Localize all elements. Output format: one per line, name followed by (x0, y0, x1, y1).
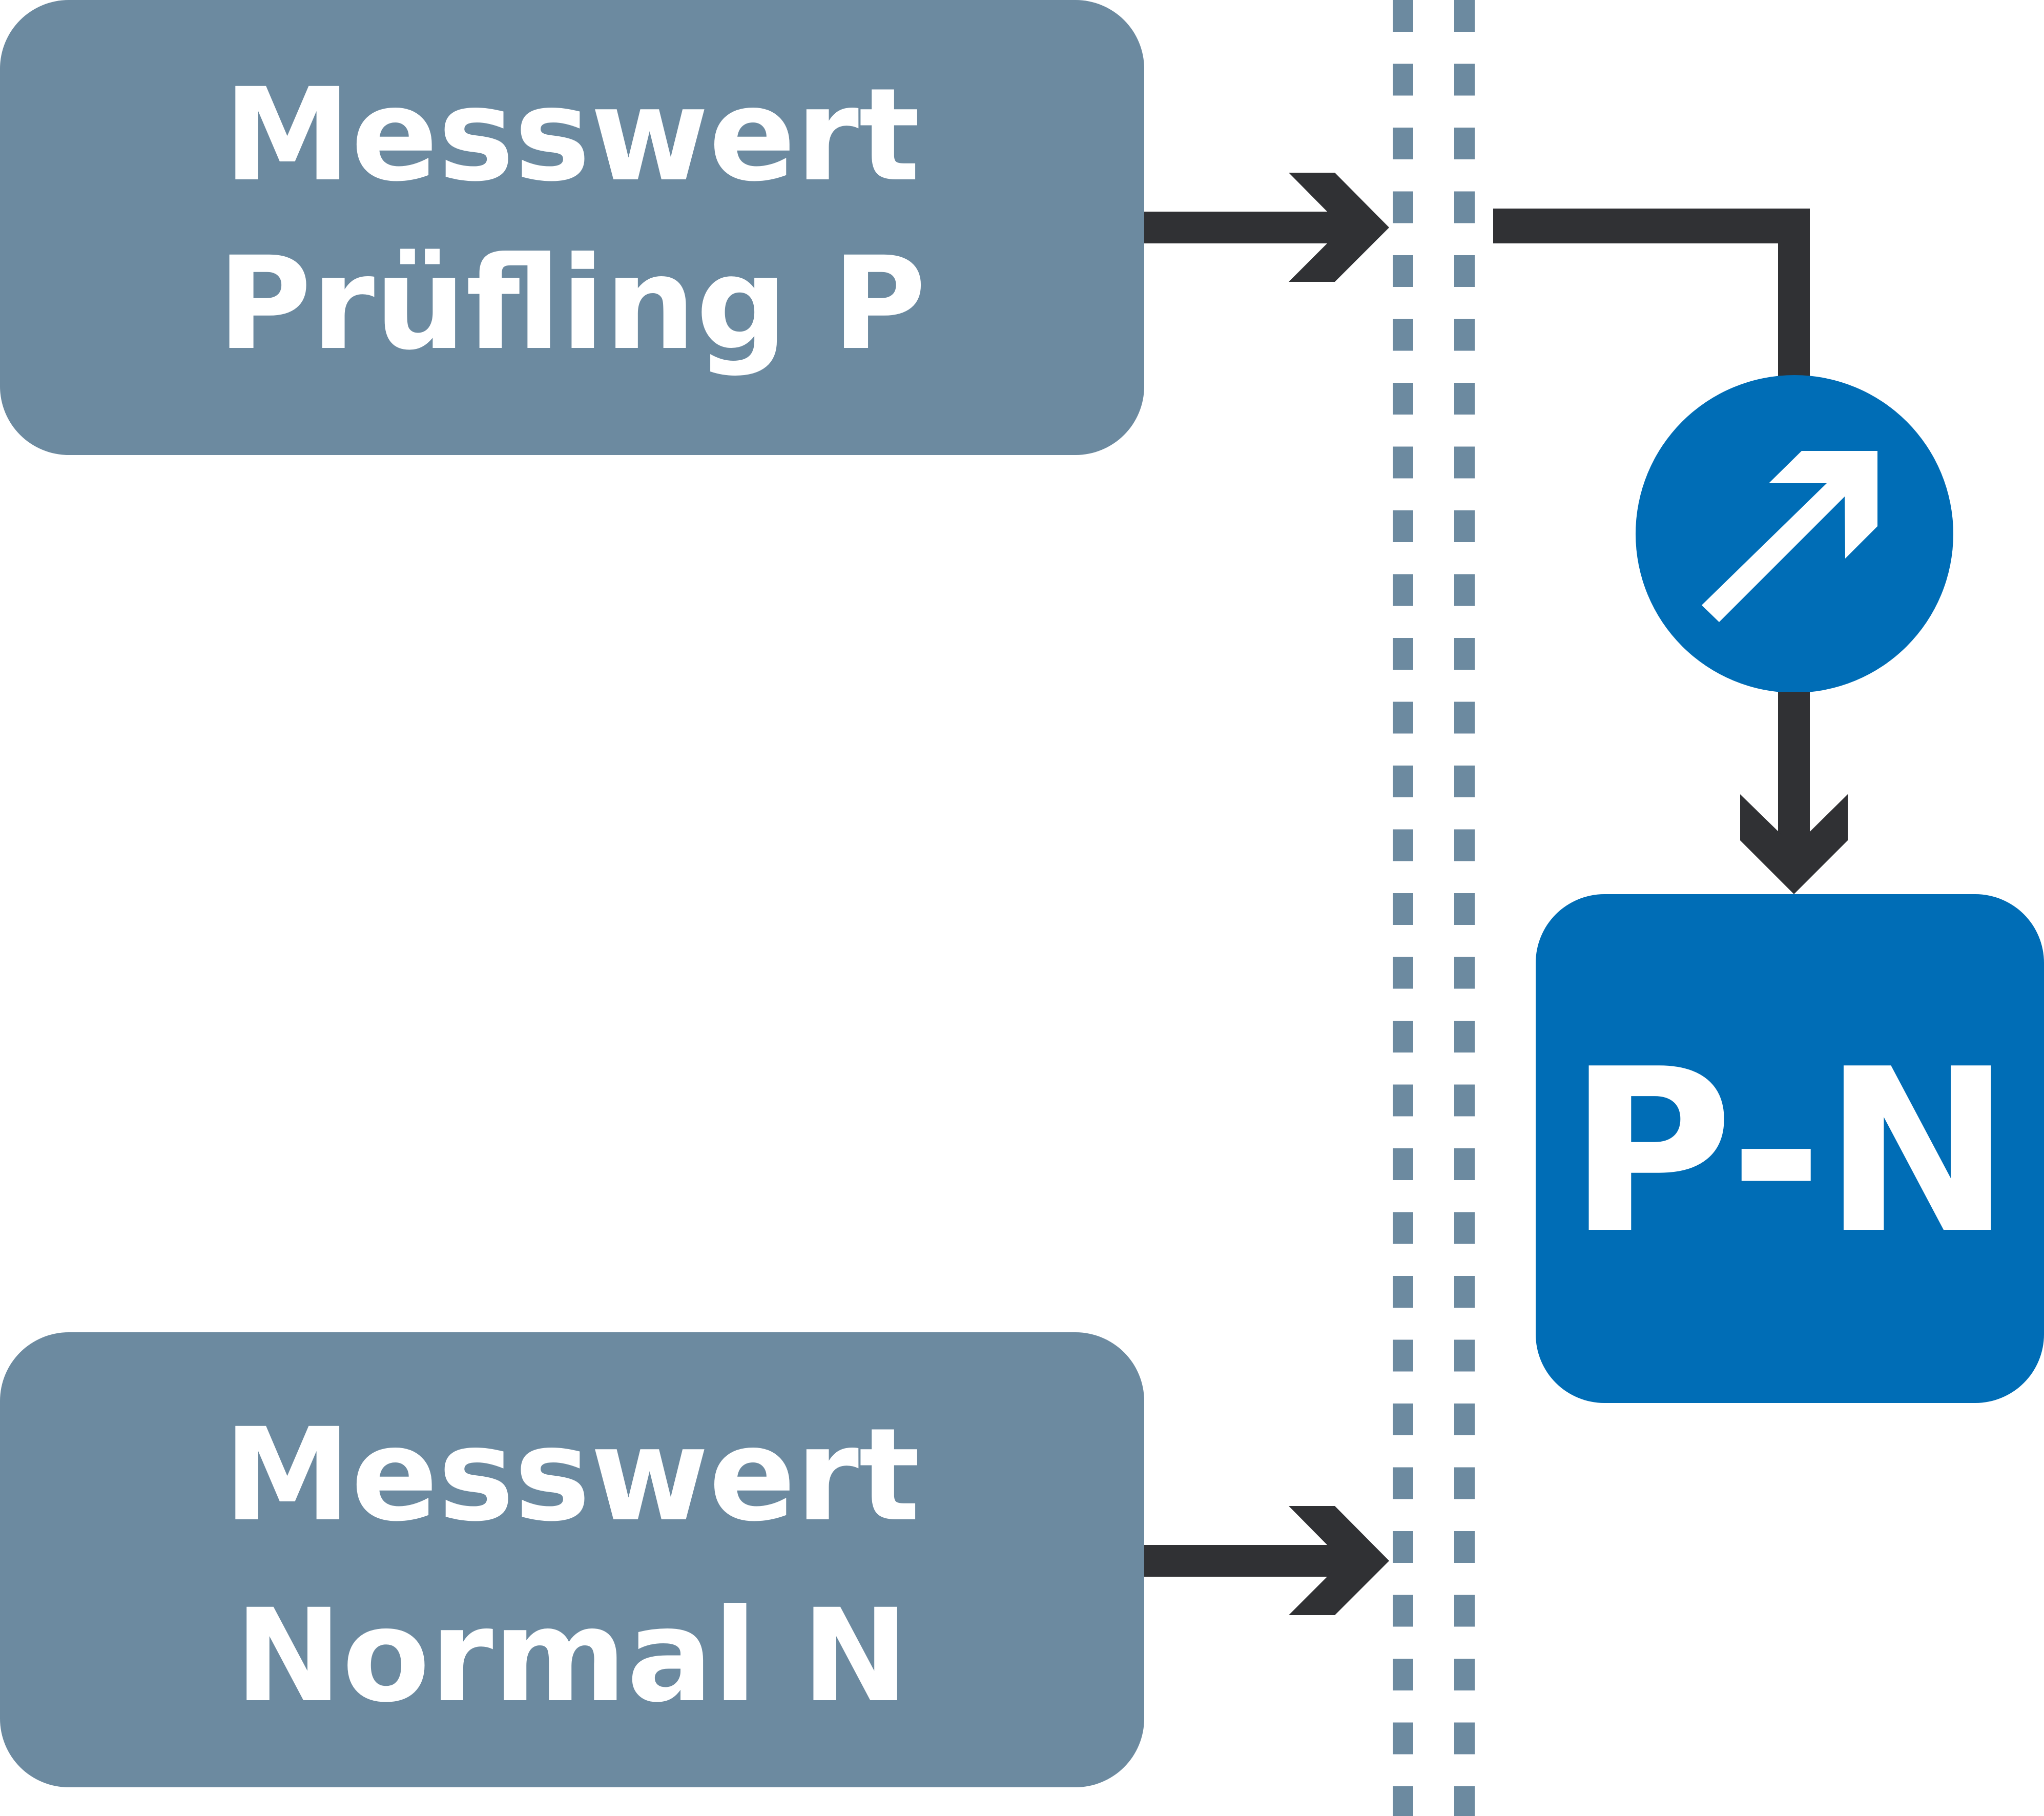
box-result-label: P-N (1568, 1021, 2012, 1283)
box-dut-line1: Messwert (223, 60, 920, 210)
arrow-dut-head (1289, 173, 1389, 282)
arrow-dut-to-divider (1144, 173, 1389, 282)
box-reference-background (0, 1332, 1144, 1787)
arrow-reference-head (1289, 1506, 1389, 1615)
arrow-result-shaft (1778, 692, 1810, 835)
connector-horizontal (1493, 209, 1810, 243)
box-result: P-N (1536, 894, 2044, 1403)
arrow-up-right-icon (1702, 451, 1877, 622)
box-reference-measurement: Messwert Normal N (0, 1332, 1144, 1787)
divider-line-right (1454, 0, 1475, 1816)
arrow-node-to-result (1740, 692, 1848, 894)
divider (1393, 0, 1475, 1816)
box-dut-line2: Prüfling P (218, 229, 926, 378)
arrow-result-head (1740, 794, 1848, 894)
divider-line-left (1393, 0, 1413, 1816)
arrow-reference-shaft (1144, 1545, 1339, 1577)
connector-vertical (1778, 209, 1810, 378)
box-reference-line2: Normal N (235, 1581, 909, 1730)
process-node (1636, 375, 1953, 693)
box-dut-background (0, 0, 1144, 455)
box-dut-measurement: Messwert Prüfling P (0, 0, 1144, 455)
arrow-reference-to-divider (1144, 1506, 1389, 1615)
box-result-background (1536, 894, 2044, 1403)
box-reference-line1: Messwert (223, 1400, 920, 1550)
connector-divider-to-node (1493, 209, 1810, 378)
arrow-dut-shaft (1144, 212, 1339, 243)
